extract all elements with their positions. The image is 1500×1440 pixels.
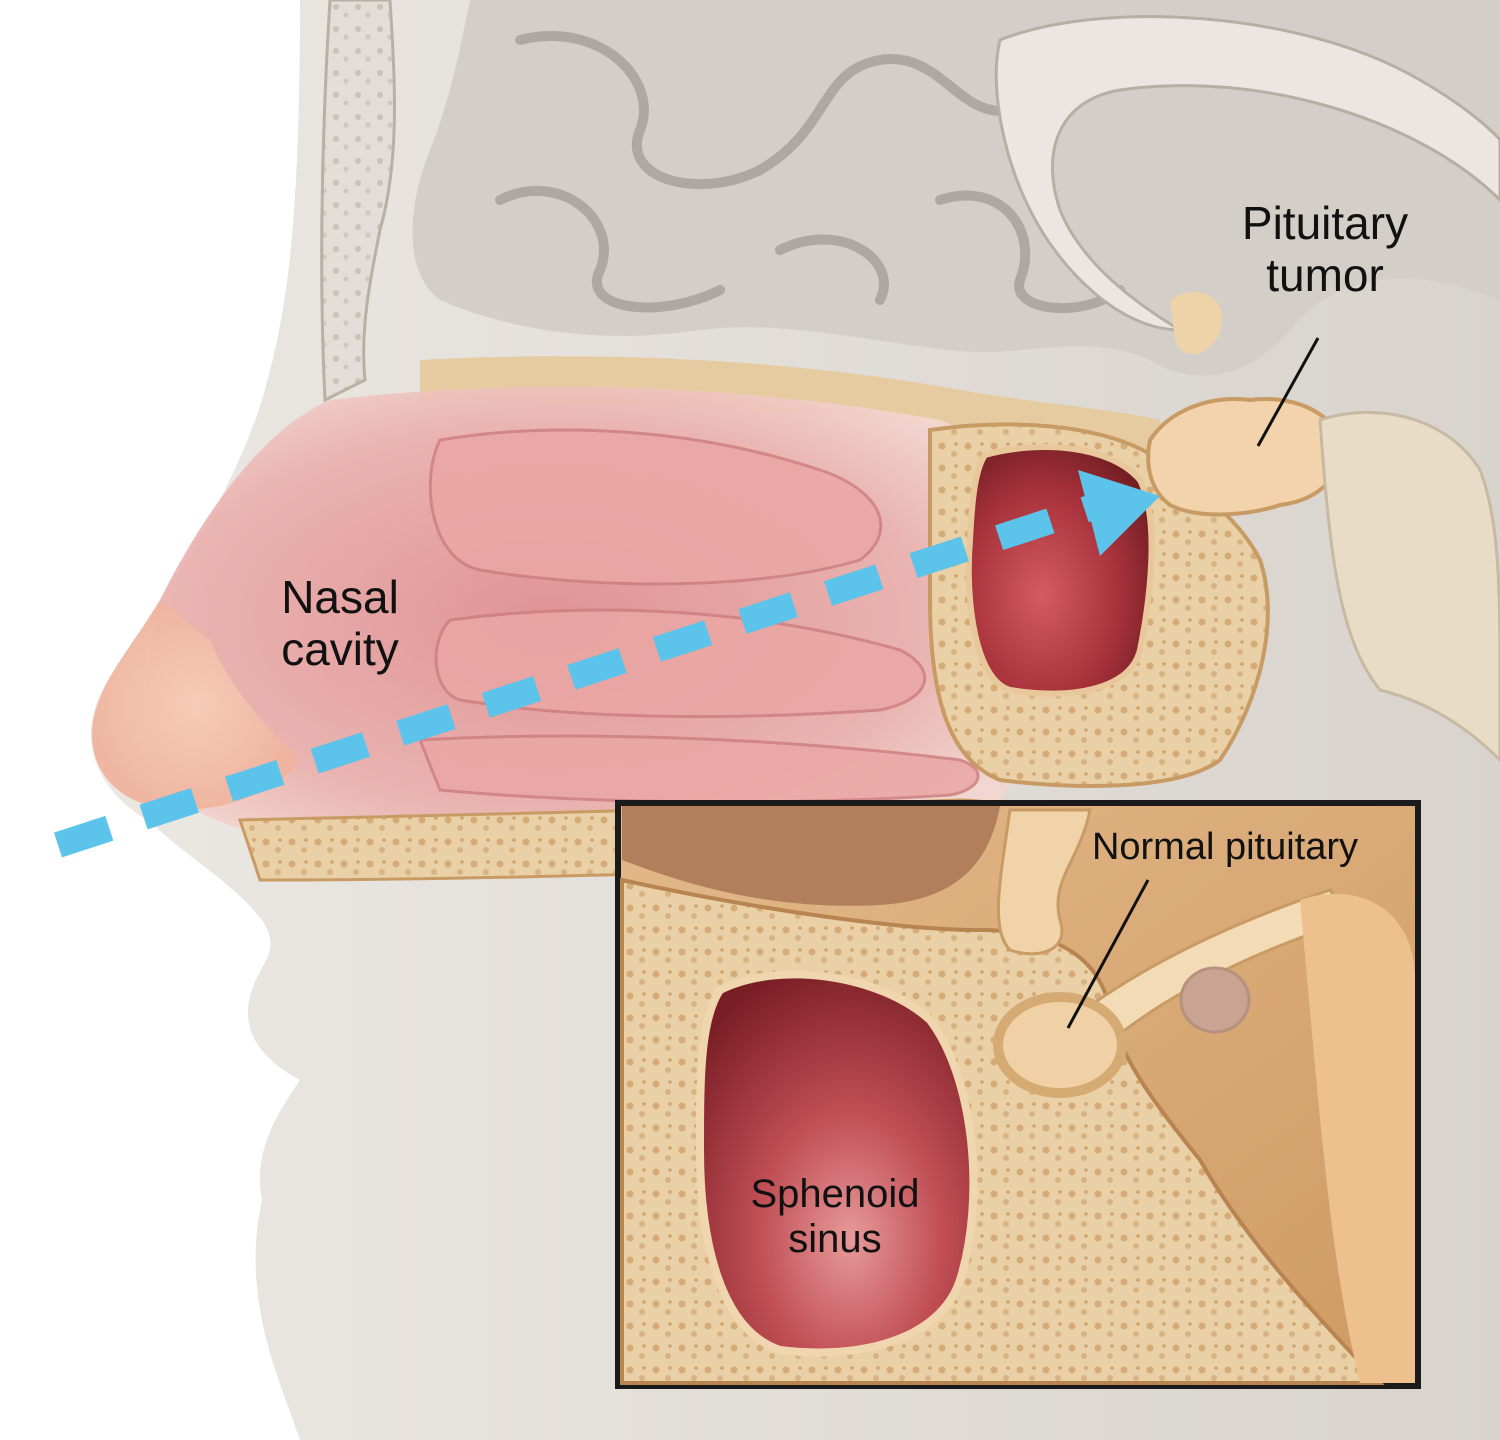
label-nasal-cavity: Nasal cavity <box>240 571 440 675</box>
corpus-callosum <box>994 15 1500 332</box>
label-pituitary-tumor-line-1: Pituitary <box>1241 197 1409 249</box>
sphenoid-sinus-upper <box>965 444 1155 697</box>
inset-stalk <box>997 808 1092 956</box>
inset-normal-pituitary <box>993 992 1127 1098</box>
label-normal-pituitary: Normal pituitary <box>1091 826 1359 868</box>
pituitary-stalk <box>1170 291 1222 354</box>
label-sphenoid-sinus-line-1: Sphenoid <box>750 1172 920 1216</box>
brain-gyri <box>495 25 1125 314</box>
label-nasal-cavity-line-1: Nasal <box>281 571 399 623</box>
inset-brain-fold <box>622 806 1000 906</box>
label-nasal-cavity-line-2: cavity <box>281 622 399 675</box>
pathway-arrow <box>53 470 1160 858</box>
label-pituitary-tumor: Pituitary tumor <box>1205 197 1445 301</box>
inset-panel <box>615 800 1421 1389</box>
turbinates <box>417 428 980 804</box>
normal-pituitary-leader-line <box>1066 879 1150 1029</box>
brain <box>412 0 1500 376</box>
nose <box>92 600 300 810</box>
pituitary-tumor-mass <box>1146 397 1343 517</box>
label-pituitary-tumor-line-2: tumor <box>1266 248 1384 301</box>
inset-sphenoid-sinus <box>695 970 978 1357</box>
frontal-bone <box>320 0 396 403</box>
inset-right-structure <box>1179 966 1251 1034</box>
pituitary-tumor-leader-line <box>1256 337 1320 447</box>
label-sphenoid-sinus: Sphenoid sinus <box>700 1172 970 1262</box>
inset-right-lobe <box>1300 893 1415 1383</box>
label-sphenoid-sinus-line-2: sinus <box>788 1216 882 1261</box>
brainstem <box>1318 410 1500 763</box>
